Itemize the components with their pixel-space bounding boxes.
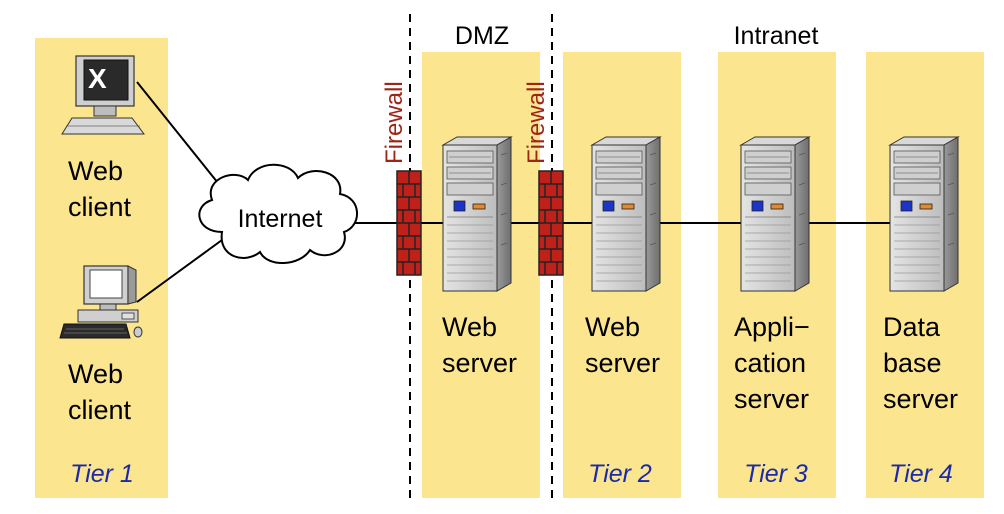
dmz-zone-label: DMZ bbox=[455, 22, 509, 50]
application-server-label-line3: server bbox=[734, 384, 809, 414]
tier-4-label: Tier 4 bbox=[889, 460, 953, 488]
dmz-web-server-label-line1: Web bbox=[442, 312, 497, 342]
tier-3-label: Tier 3 bbox=[744, 460, 808, 488]
server-tower-icon bbox=[889, 136, 959, 292]
intranet-zone-label: Intranet bbox=[734, 22, 819, 50]
crt-terminal-icon: X bbox=[61, 55, 145, 135]
web-client-1-label-line2: client bbox=[68, 192, 132, 222]
web-client-2-label-line1: Web bbox=[68, 359, 123, 389]
database-server-label-line1: Data bbox=[883, 312, 941, 342]
desktop-computer-icon bbox=[59, 265, 143, 339]
web-client-2-label-line2: client bbox=[68, 395, 132, 425]
web-server-label-line2: server bbox=[585, 348, 660, 378]
client-1-link bbox=[136, 81, 223, 189]
internet-cloud: Internet bbox=[198, 163, 358, 265]
client-2-link bbox=[136, 239, 223, 303]
web-server-label-line1: Web bbox=[585, 312, 640, 342]
tier-2-label: Tier 2 bbox=[588, 460, 652, 488]
internet-label: Internet bbox=[238, 205, 323, 233]
server-tower-icon bbox=[740, 136, 810, 292]
tier-1-label: Tier 1 bbox=[70, 460, 134, 488]
server-tower-icon bbox=[442, 136, 512, 292]
application-server-label-line1: Appli− bbox=[734, 312, 810, 342]
firewall-intranet-label: Firewall bbox=[523, 81, 550, 164]
application-server-label-line2: cation bbox=[734, 348, 806, 378]
database-server-label-line2: base bbox=[883, 348, 942, 378]
web-client-1-label-line1: Web bbox=[68, 156, 123, 186]
firewall-intranet-icon bbox=[538, 170, 564, 276]
firewall-dmz-outer-icon bbox=[396, 170, 422, 276]
svg-text:X: X bbox=[88, 63, 107, 94]
dmz-web-server-label-line2: server bbox=[442, 348, 517, 378]
server-tower-icon bbox=[591, 136, 661, 292]
database-server-label-line3: server bbox=[883, 384, 958, 414]
firewall-dmz-outer-label: Firewall bbox=[381, 81, 408, 164]
